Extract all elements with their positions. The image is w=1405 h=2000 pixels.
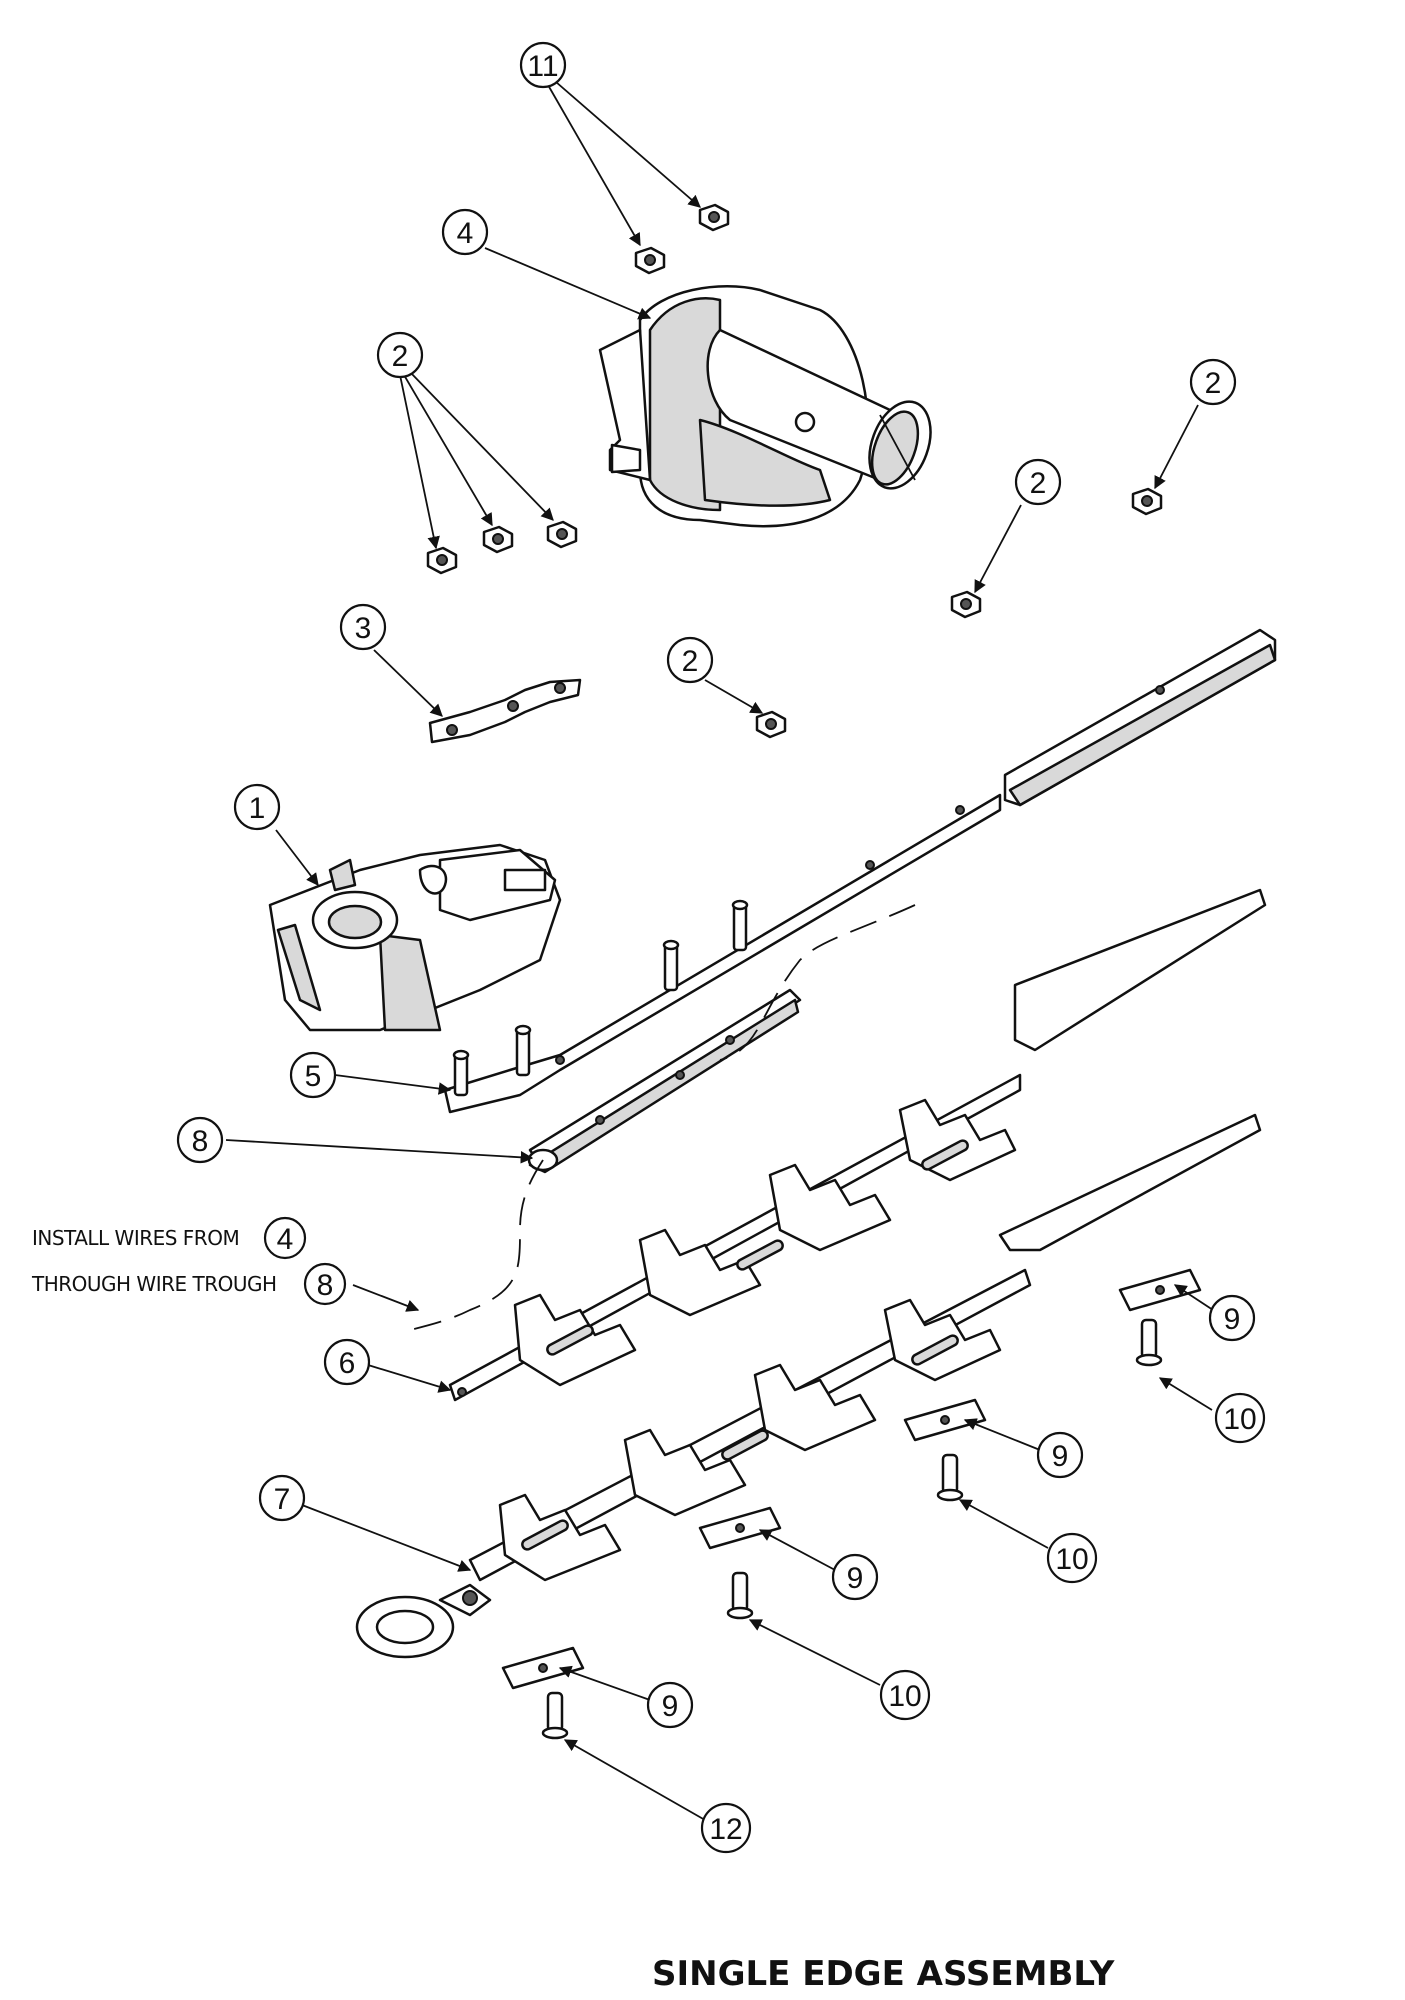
svg-text:10: 10 [888, 1680, 921, 1713]
bracket-plate-part-3 [428, 678, 582, 744]
svg-text:2: 2 [1205, 367, 1222, 400]
nut-part-2a [426, 546, 458, 575]
callout-10-a: 10 [1214, 1392, 1266, 1444]
note-line-1: INSTALL WIRES FROM [32, 1226, 239, 1250]
diagram-title: SINGLE EDGE ASSEMBLY [652, 1954, 1115, 1994]
callout-11: 11 [519, 41, 567, 89]
callout-8: 8 [176, 1116, 224, 1164]
svg-text:3: 3 [355, 612, 372, 645]
svg-text:2: 2 [1030, 467, 1047, 500]
svg-text:4: 4 [457, 217, 474, 250]
lower-blade-part-7 [355, 1268, 1032, 1659]
upper-blade-part-6 [448, 888, 1267, 1402]
callout-12: 12 [700, 1802, 752, 1854]
svg-text:10: 10 [1055, 1543, 1088, 1576]
callout-9-b: 9 [1036, 1431, 1084, 1479]
callout-7: 7 [258, 1474, 306, 1522]
clip-part-9b [903, 1398, 987, 1442]
gearbox-part-1 [268, 843, 562, 1032]
svg-text:9: 9 [847, 1562, 864, 1595]
wire-trough-part-8 [527, 988, 802, 1174]
svg-text:5: 5 [305, 1060, 322, 1093]
callout-9-d: 9 [646, 1681, 694, 1729]
clip-part-9d [501, 1646, 585, 1690]
callout-2-left: 2 [376, 331, 424, 379]
svg-text:6: 6 [339, 1347, 356, 1380]
callout-10-b: 10 [1046, 1532, 1098, 1584]
nut-part-2d [1131, 487, 1163, 516]
nut-part-11b [634, 246, 666, 275]
nut-part-11a [698, 203, 730, 232]
svg-text:2: 2 [682, 645, 699, 678]
svg-text:8: 8 [192, 1125, 209, 1158]
svg-text:1: 1 [249, 792, 266, 825]
note-line-2: THROUGH WIRE TROUGH [31, 1272, 277, 1296]
install-note: INSTALL WIRES FROM 4 THROUGH WIRE TROUGH… [31, 1216, 347, 1306]
blade-bar-part-5 [443, 628, 1277, 1114]
callout-2-far-right: 2 [1189, 358, 1237, 406]
clip-part-9c [698, 1506, 782, 1550]
svg-text:12: 12 [709, 1813, 742, 1846]
callout-1: 1 [233, 783, 281, 831]
callout-10-c: 10 [879, 1669, 931, 1721]
svg-text:11: 11 [527, 50, 558, 83]
svg-text:10: 10 [1223, 1403, 1256, 1436]
svg-text:9: 9 [1052, 1440, 1069, 1473]
nut-part-2c [546, 520, 578, 549]
callout-5: 5 [289, 1051, 337, 1099]
gear-housing-part-4 [598, 285, 932, 528]
callout-2-center: 2 [666, 636, 714, 684]
svg-text:7: 7 [274, 1483, 291, 1516]
wire-routing-line [409, 904, 916, 1331]
leader-lines [225, 81, 1214, 1821]
nut-part-2b [482, 525, 514, 554]
rivet-part-10b [936, 1453, 964, 1502]
callout-9-a: 9 [1208, 1294, 1256, 1342]
callout-2-right: 2 [1014, 458, 1062, 506]
rivet-part-10a [1135, 1318, 1163, 1367]
callout-3: 3 [339, 603, 387, 651]
note-ref-1: 4 [277, 1223, 294, 1256]
callout-9-c: 9 [831, 1553, 879, 1601]
rivet-part-10c [726, 1571, 754, 1620]
svg-text:9: 9 [1224, 1303, 1241, 1336]
note-ref-2: 8 [317, 1269, 334, 1302]
callout-4: 4 [441, 208, 489, 256]
clip-part-9a [1118, 1268, 1202, 1312]
callout-6: 6 [323, 1338, 371, 1386]
nut-part-2e [950, 590, 982, 619]
svg-text:9: 9 [662, 1690, 679, 1723]
rivet-part-12 [541, 1691, 569, 1740]
svg-text:2: 2 [392, 340, 409, 373]
nut-part-2f [755, 710, 787, 739]
